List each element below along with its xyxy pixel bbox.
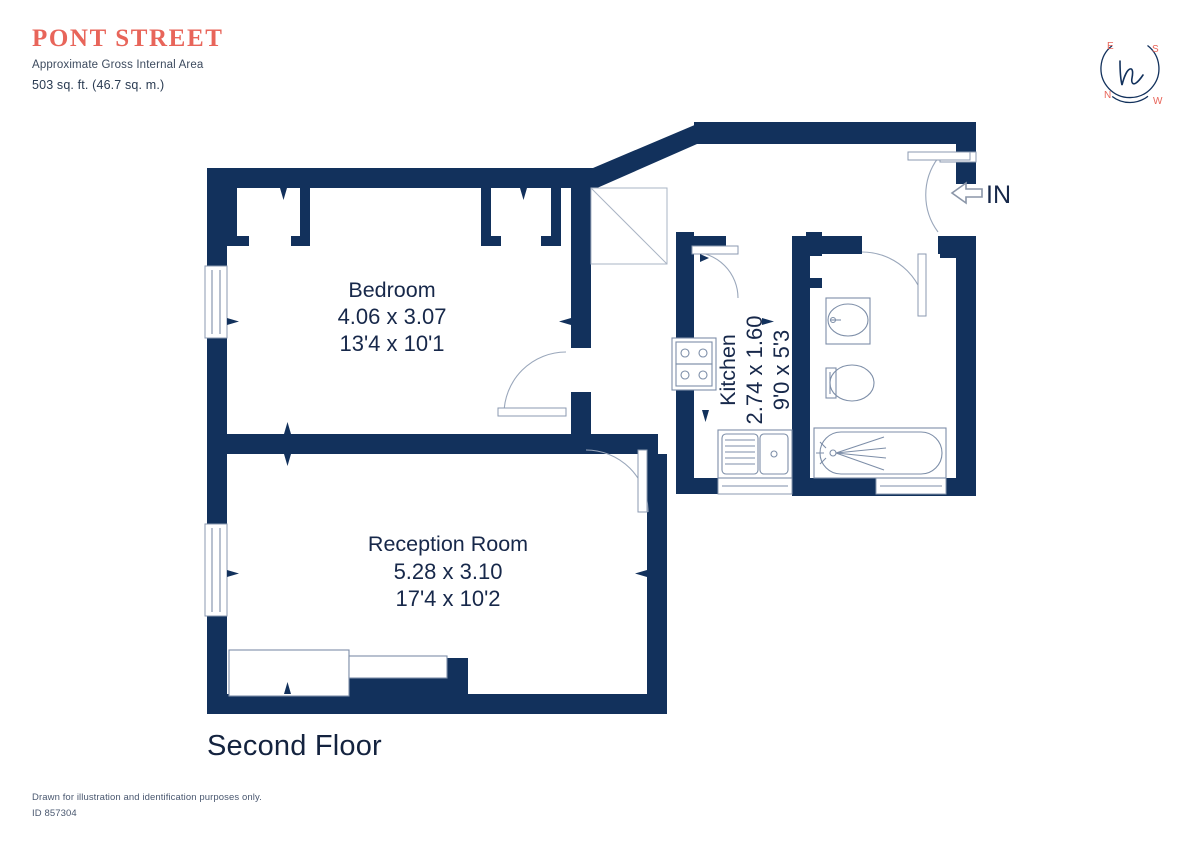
wall-details: [228, 649, 468, 697]
bedroom-name: Bedroom: [348, 278, 435, 302]
area-value: 503 sq. ft. (46.7 sq. m.): [32, 78, 165, 93]
window-reception-west: [204, 523, 228, 617]
room-label-reception: Reception Room 5.28 x 3.10 17'4 x 10'2: [368, 532, 528, 611]
compass-label-north: N: [1104, 90, 1111, 101]
kitchen-dim-metric: 2.74 x 1.60: [742, 316, 767, 425]
door-kitchen-arc: [691, 251, 739, 299]
room-label-kitchen: Kitchen 2.74 x 1.60 9'0 x 5'3: [716, 316, 794, 425]
door-bedroom-leaf: [497, 407, 567, 417]
header: PONT STREET Approximate Gross Internal A…: [32, 26, 552, 92]
bathroom-toilet-icon: [825, 364, 875, 402]
bathroom-fixtures: [813, 297, 947, 479]
compass-label-east: E: [1107, 41, 1114, 52]
door-reception-leaf: [637, 449, 648, 513]
compass-rose: E S N W: [1100, 41, 1163, 107]
kitchen-sink-icon: [717, 429, 793, 479]
bathroom-bathtub-icon: [813, 427, 947, 479]
entrance-label: IN: [986, 181, 1011, 209]
compass-label-west: W: [1153, 96, 1163, 107]
area-label: Approximate Gross Internal Area: [32, 59, 204, 71]
window-bedroom-west: [204, 265, 228, 339]
entrance-indicator: IN: [950, 181, 1011, 209]
reception-dim-metric: 5.28 x 3.10: [394, 559, 503, 584]
reception-dim-imperial: 17'4 x 10'2: [395, 586, 500, 611]
bedroom-dim-imperial: 13'4 x 10'1: [339, 331, 444, 356]
kitchen-dim-imperial: 9'0 x 5'3: [769, 330, 794, 411]
door-entry-leaf: [907, 151, 971, 161]
footer: Drawn for illustration and identificatio…: [32, 790, 262, 823]
room-label-bedroom: Bedroom 4.06 x 3.07 13'4 x 10'1: [338, 278, 447, 356]
footer-id: ID 857304: [32, 808, 77, 820]
bedroom-dim-metric: 4.06 x 3.07: [338, 304, 447, 329]
compass-label-south: S: [1152, 44, 1159, 55]
floor-label: Second Floor: [207, 730, 382, 762]
door-kitchen-leaf: [691, 245, 739, 255]
arrow-left-icon: [950, 181, 983, 205]
kitchen-name: Kitchen: [716, 334, 740, 406]
doors: [497, 151, 971, 513]
door-entry-arc: [925, 157, 939, 233]
dimension-ticks: [227, 188, 774, 694]
door-bathroom-leaf: [917, 253, 927, 317]
door-bedroom-arc: [503, 351, 567, 415]
door-bathroom-arc: [861, 251, 927, 317]
page-title: PONT STREET: [32, 25, 224, 52]
reception-name: Reception Room: [368, 532, 528, 556]
kitchen-fixtures: [671, 337, 793, 479]
kitchen-hob-icon: [671, 337, 717, 391]
bathroom-basin-icon: [825, 297, 871, 345]
stair-void: [590, 187, 668, 265]
footer-disclaimer: Drawn for illustration and identificatio…: [32, 791, 262, 803]
